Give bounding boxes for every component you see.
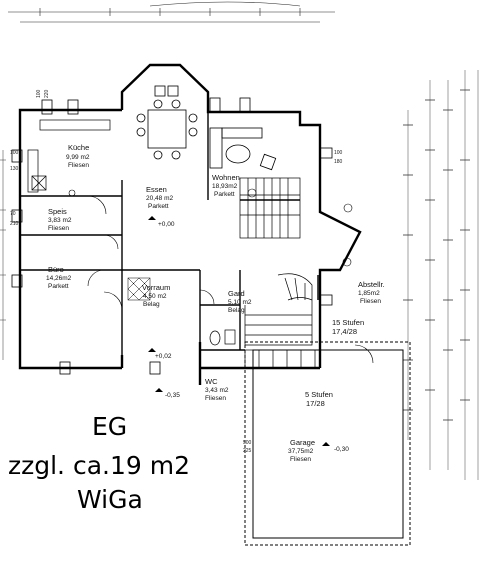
outer-walls <box>18 63 362 385</box>
staircase-curved <box>244 273 313 346</box>
room-speis: Speis 3,83 m2 Fliesen <box>48 207 72 232</box>
svg-text:210: 210 <box>10 221 19 227</box>
level-garage: -0,30 <box>334 446 349 453</box>
level-ground: +0,00 <box>158 221 175 228</box>
wc-fixtures <box>209 329 236 346</box>
inner-walls <box>20 112 319 355</box>
room-wc-name: WC <box>205 377 218 386</box>
room-speis-floor: Fliesen <box>48 225 69 232</box>
additional-area-note: zzgl. ca.19 m2 <box>8 451 190 480</box>
room-garage-area: 37,75m2 <box>288 448 314 455</box>
steps-lower <box>244 349 316 369</box>
room-buero-name: Büro <box>48 265 64 274</box>
dimension-ticks-right <box>403 89 470 421</box>
room-garage-floor: Fliesen <box>290 456 311 463</box>
living-furniture <box>209 127 277 171</box>
room-vorraum-floor: Belag <box>143 301 160 308</box>
stairs-lower-steps: 5 Stufen <box>305 390 333 399</box>
svg-text:180: 180 <box>334 159 343 165</box>
svg-text:100: 100 <box>36 89 42 98</box>
room-essen: Essen 20,48 m2 Parkett <box>146 185 173 210</box>
stairs-upper-label: 15 Stufen 17,4/28 <box>332 318 364 336</box>
room-abstellr-name: Abstellr. <box>358 280 385 289</box>
room-kueche-name: Küche <box>68 143 89 152</box>
dimension-line-top <box>8 1 335 23</box>
room-wohnen: Wohnen 18,93m2 Parkett <box>212 173 240 198</box>
stairs-upper-steps: 15 Stufen <box>332 318 364 327</box>
room-buero-floor: Parkett <box>48 283 69 290</box>
room-kueche: Küche 9,99 m2 Fliesen <box>66 143 90 169</box>
author-note: WiGa <box>77 485 143 514</box>
room-vorraum: Vorraum 4,50 m2 Belag <box>142 283 170 308</box>
room-abstellr-floor: Fliesen <box>360 298 381 305</box>
level-outside: -0,35 <box>165 392 180 399</box>
level-entry: +0,02 <box>155 353 172 360</box>
vorraum-rug <box>127 277 151 301</box>
dimension-line-left <box>0 150 6 360</box>
door-swings <box>87 195 374 364</box>
room-vorraum-area: 4,50 m2 <box>143 293 167 300</box>
dimension-marks-right <box>407 70 479 480</box>
svg-text:225: 225 <box>243 448 252 454</box>
staircase-upper <box>239 177 301 239</box>
svg-text:100: 100 <box>10 150 19 156</box>
room-buero-area: 14,26m2 <box>46 275 72 282</box>
room-wohnen-name: Wohnen <box>212 173 240 182</box>
room-buero: Büro 14,26m2 Parkett <box>46 265 72 290</box>
stairs-upper-ratio: 17,4/28 <box>332 327 357 336</box>
svg-text:220: 220 <box>44 89 50 98</box>
room-essen-floor: Parkett <box>148 203 169 210</box>
window-markers <box>11 97 333 375</box>
room-gard-name: Gard <box>228 289 245 298</box>
garage-door-mark: 500 225 <box>243 440 252 454</box>
room-gard-floor: Belag <box>228 307 245 314</box>
room-essen-name: Essen <box>146 185 167 194</box>
kitchen-counter <box>27 119 111 193</box>
room-garage: Garage 37,75m2 Fliesen <box>288 438 315 463</box>
room-speis-name: Speis <box>48 207 67 216</box>
svg-text:500: 500 <box>243 440 252 446</box>
room-wc-floor: Fliesen <box>205 395 226 402</box>
dining-table <box>136 85 198 160</box>
room-speis-area: 3,83 m2 <box>48 217 72 224</box>
room-wc-area: 3,43 m2 <box>205 387 229 394</box>
room-gard: Gard 5,10 m2 Belag <box>228 289 252 314</box>
window-mark-w2: 100 220 <box>36 89 50 98</box>
stairs-lower-ratio: 17/28 <box>306 399 325 408</box>
room-essen-area: 20,48 m2 <box>146 195 173 202</box>
svg-text:130: 130 <box>10 166 19 172</box>
svg-text:100: 100 <box>334 150 343 156</box>
window-mark-w3: 100 180 <box>334 150 343 165</box>
stairs-lower-label: 5 Stufen 17/28 <box>305 390 333 408</box>
window-mark-w1: 100 130 <box>10 150 19 172</box>
room-wohnen-floor: Parkett <box>214 191 235 198</box>
room-kueche-floor: Fliesen <box>68 162 89 169</box>
window-mark-w4: 70 210 <box>10 211 19 227</box>
room-wc: WC 3,43 m2 Fliesen <box>205 377 229 402</box>
plant-symbols <box>68 188 353 267</box>
room-wohnen-area: 18,93m2 <box>212 183 238 190</box>
room-garage-name: Garage <box>290 438 315 447</box>
floor-title: EG <box>92 412 128 441</box>
svg-text:70: 70 <box>10 211 16 217</box>
room-abstellr-area: 1,85m2 <box>358 290 380 297</box>
room-vorraum-name: Vorraum <box>142 283 170 292</box>
room-kueche-area: 9,99 m2 <box>66 154 90 161</box>
room-gard-area: 5,10 m2 <box>228 299 252 306</box>
room-abstellr: Abstellr. 1,85m2 Fliesen <box>358 280 385 305</box>
garage-outline <box>244 341 411 546</box>
level-arrows <box>148 216 330 446</box>
